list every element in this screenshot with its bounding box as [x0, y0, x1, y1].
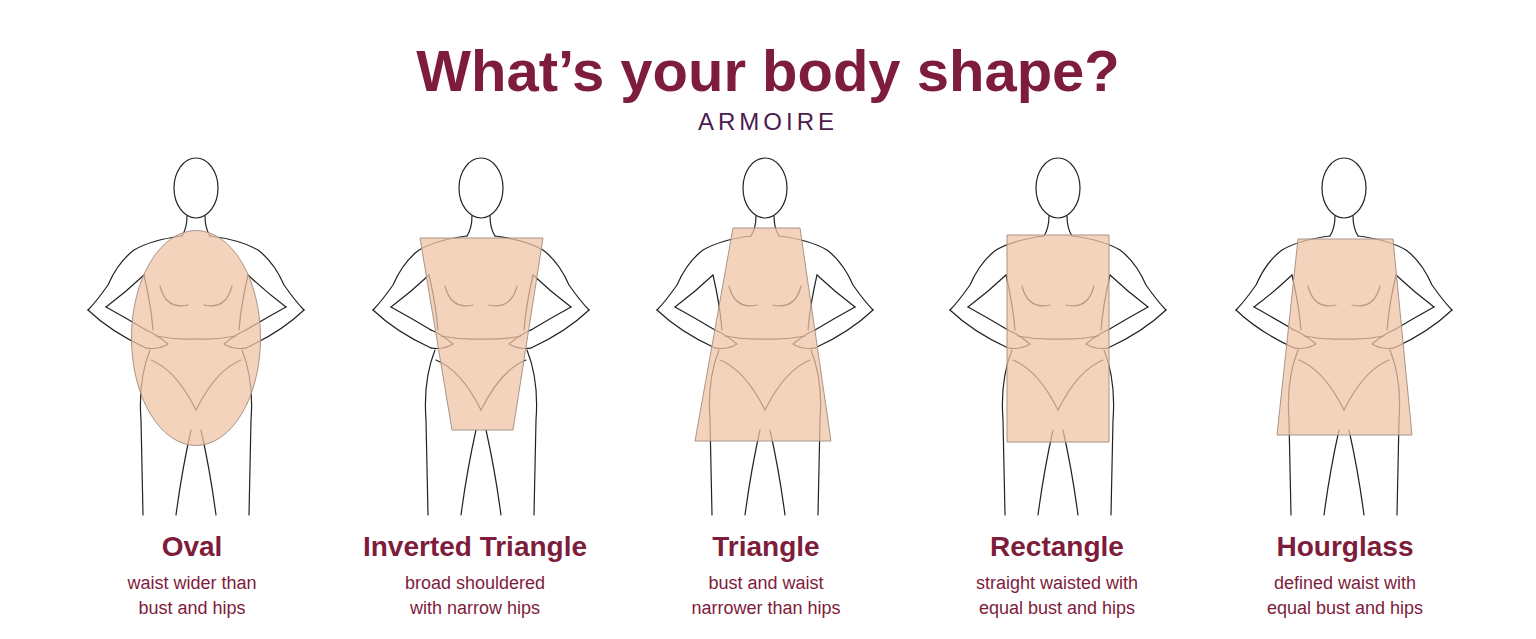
shape-name: Oval — [57, 530, 327, 564]
shape-outline — [420, 238, 543, 430]
brand-label: ARMOIRE — [0, 107, 1536, 137]
shape-name: Hourglass — [1210, 530, 1480, 564]
body-shape-node: Oval waist wider than bust and hips — [57, 230, 327, 621]
shape-fill — [420, 238, 543, 430]
shape-outline — [131, 230, 261, 446]
shape-outline — [1277, 239, 1412, 435]
body-shape-node: Inverted Triangle broad shouldered with n… — [340, 238, 610, 621]
body-shape-node: Rectangle straight waisted with equal bus… — [922, 235, 1192, 621]
shape-fill — [695, 228, 831, 441]
shape-name: Rectangle — [922, 530, 1192, 564]
shape-outline — [1007, 235, 1109, 442]
shape-description: broad shouldered with narrow hips — [395, 571, 555, 621]
body-shape-node: Hourglass defined waist with equal bust a… — [1210, 239, 1480, 621]
shape-outline — [695, 228, 831, 441]
shape-description: straight waisted with equal bust and hip… — [965, 571, 1150, 621]
body-shape-node: Triangle bust and waist narrower than hip… — [631, 228, 901, 621]
shape-fill — [1007, 235, 1109, 442]
shape-description: waist wider than bust and hips — [117, 571, 267, 621]
shape-description: bust and waist narrower than hips — [681, 571, 851, 621]
shape-fill — [132, 231, 261, 446]
shape-name: Inverted Triangle — [340, 530, 610, 564]
shape-description: defined waist with equal bust and hips — [1255, 571, 1435, 621]
shape-fill — [1277, 239, 1412, 435]
page-title: What’s your body shape? — [0, 36, 1536, 106]
shape-name: Triangle — [631, 530, 901, 564]
